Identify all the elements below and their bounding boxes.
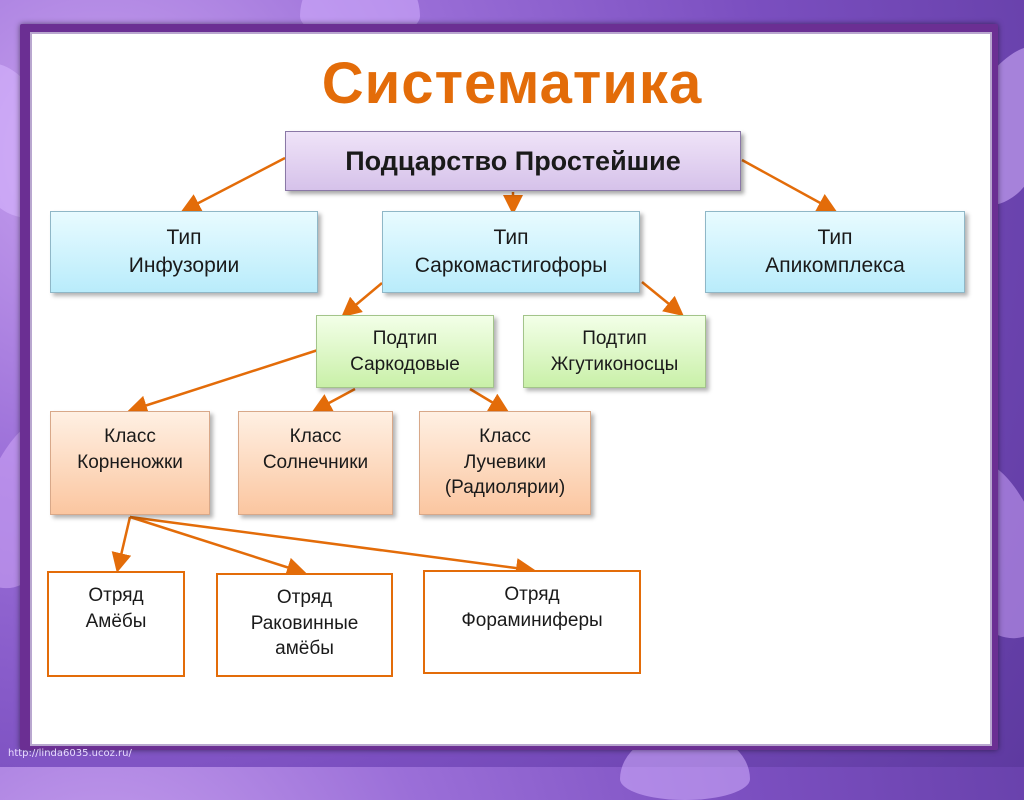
order-node-amoebae: Отряд Амёбы: [47, 571, 185, 677]
order-node-name: Фораминиферы: [461, 609, 603, 631]
subtype-node-rank: Подтип: [372, 327, 438, 349]
arrow-sarcodina-to-heliozoa: [311, 387, 356, 413]
class-node-heliozoa: Класс Солнечники: [238, 411, 393, 515]
type-node-rank: Тип: [166, 225, 202, 249]
subtype-node-flagellates: Подтип Жгутиконосцы: [523, 315, 706, 388]
class-node-name: Солнечники: [262, 451, 369, 473]
class-node-rank: Класс: [289, 426, 342, 447]
order-node-rank: Отряд: [276, 587, 333, 608]
class-node-name: Лучевики: [463, 451, 547, 473]
arrow-rhizopoda-to-amoebae: [111, 516, 132, 573]
subtype-node-sarcodina: Подтип Саркодовые: [316, 315, 494, 388]
connector-arrows: [111, 156, 838, 578]
type-node-name: Инфузории: [128, 254, 240, 277]
order-node-testate-amoebae: Отряд Раковинные амёбы: [216, 573, 393, 677]
arrow-sarcomastigophora-to-flagellates: [641, 281, 684, 317]
type-node-ciliates: Тип Инфузории: [50, 211, 318, 293]
source-watermark: http://linda6035.ucoz.ru/: [8, 748, 132, 759]
class-node-rhizopoda: Класс Корненожки: [50, 411, 210, 515]
order-node-foraminifera: Отряд Фораминиферы: [423, 570, 641, 674]
order-node-rank: Отряд: [504, 584, 560, 605]
arrow-root-to-apicomplexa: [741, 158, 838, 213]
arrow-sarcodina-to-rhizopoda: [127, 348, 319, 415]
type-node-name: Саркомастигофоры: [414, 254, 608, 277]
class-node-rank: Класс: [104, 426, 156, 447]
arrow-sarcodina-to-radiolaria: [469, 387, 510, 413]
class-node-alt-name: (Радиолярии): [444, 477, 566, 499]
arrow-sarcomastigophora-to-sarcodina: [341, 282, 383, 318]
type-node-rank: Тип: [817, 225, 853, 249]
type-node-apicomplexa: Тип Апикомплекса: [705, 211, 965, 293]
class-node-rank: Класс: [479, 426, 531, 447]
type-node-rank: Тип: [493, 225, 529, 249]
class-node-radiolaria: Класс Лучевики (Радиолярии): [419, 411, 591, 515]
root-node-label: Подцарство Простейшие: [345, 145, 681, 176]
arrow-rhizopoda-to-testate: [129, 515, 307, 577]
order-node-name: Амёбы: [85, 610, 147, 632]
type-node-name: Апикомплекса: [765, 254, 905, 277]
slide-title: Систематика: [321, 51, 703, 116]
arrow-rhizopoda-to-foraminifera: [129, 515, 536, 578]
order-node-rank: Отряд: [88, 585, 144, 606]
subtype-node-rank: Подтип: [582, 327, 647, 349]
subtype-node-name: Саркодовые: [350, 353, 460, 375]
order-node-name: Раковинные: [250, 612, 359, 634]
class-node-name: Корненожки: [77, 451, 183, 473]
arrow-root-to-ciliates: [180, 156, 286, 213]
subtype-node-name: Жгутиконосцы: [550, 353, 679, 375]
root-node-protozoa: Подцарство Простейшие: [285, 131, 741, 191]
order-node-name-cont: амёбы: [275, 638, 334, 660]
type-node-sarcomastigophora: Тип Саркомастигофоры: [382, 211, 640, 293]
